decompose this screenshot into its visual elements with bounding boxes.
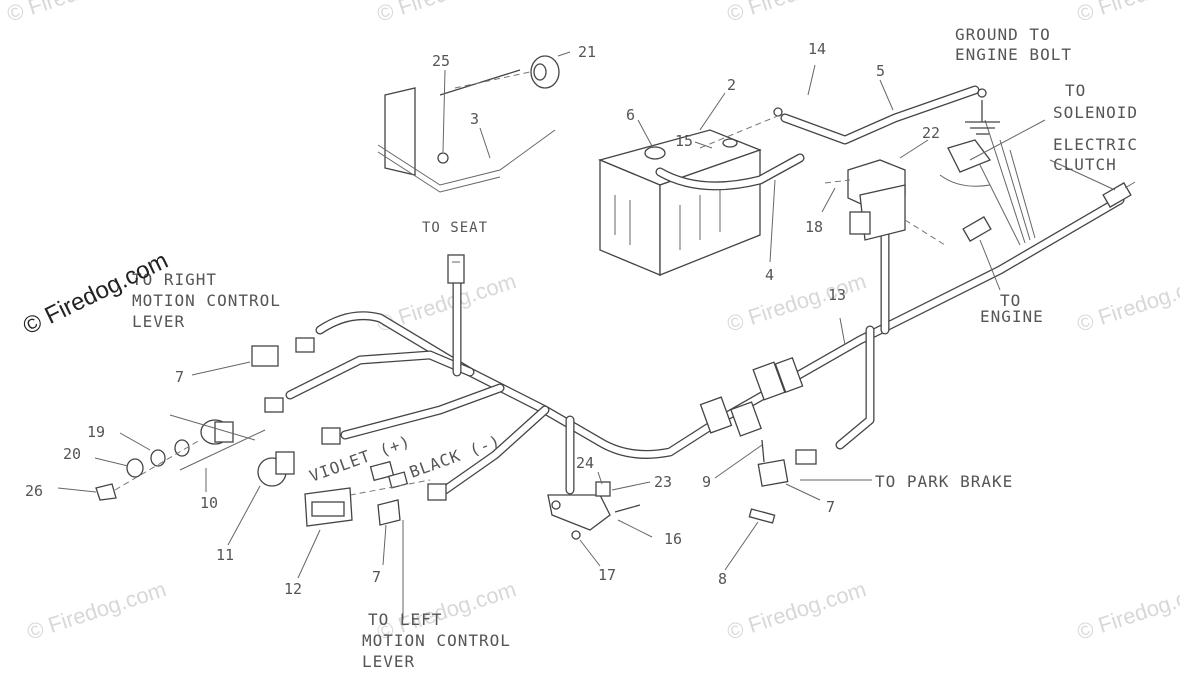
label-to-seat: TO SEAT [422, 220, 488, 236]
switch-bracket [547, 481, 641, 540]
callout-6: 6 [626, 106, 635, 124]
callout-7-brake: 7 [826, 498, 835, 516]
watermark-faint: © Firedog.com [1074, 576, 1180, 644]
callout-18: 18 [805, 218, 823, 236]
watermark-faint: © Firedog.com [374, 0, 519, 27]
label-right-lever-line3: LEVER [132, 312, 185, 331]
battery [598, 129, 762, 276]
watermark-faint: © Firedog.com [1074, 0, 1180, 27]
label-engine-line2: ENGINE [980, 307, 1044, 326]
ignition-switch [95, 414, 266, 501]
watermark-faint: © Firedog.com [724, 268, 869, 336]
relay-module [824, 139, 992, 246]
callout-7-left: 7 [372, 568, 381, 586]
label-engine-line1: TO [1000, 291, 1021, 310]
engine-clutch-connectors [962, 181, 1136, 242]
label-solenoid-line2: SOLENOID [1053, 103, 1138, 122]
main-harness [285, 119, 1125, 495]
callout-9: 9 [702, 473, 711, 491]
park-brake-switch [748, 439, 817, 524]
label-ground-line2: ENGINE BOLT [955, 45, 1072, 64]
watermark-faint: © Firedog.com [724, 576, 869, 644]
watermark-faint: © Firedog.com [1074, 268, 1180, 336]
callout-4: 4 [765, 266, 774, 284]
callout-15: 15 [675, 132, 693, 150]
mount-bracket [377, 55, 560, 193]
leader-lines [57, 51, 1116, 620]
callout-16: 16 [664, 530, 682, 548]
inline-connectors [699, 356, 804, 437]
label-left-lever-line2: MOTION CONTROL [362, 631, 511, 650]
callout-26: 26 [25, 482, 43, 500]
callout-12: 12 [284, 580, 302, 598]
callout-22: 22 [922, 124, 940, 142]
lamp-and-meter [257, 451, 353, 527]
callout-8: 8 [718, 570, 727, 588]
callout-5: 5 [876, 62, 885, 80]
watermark-faint: © Firedog.com [4, 0, 149, 27]
left-connectors [251, 337, 447, 526]
callout-14: 14 [808, 40, 826, 58]
battery-cables [655, 85, 987, 191]
seat-connector [447, 254, 465, 284]
watermark-faint: © Firedog.com [724, 0, 869, 27]
callout-3: 3 [470, 110, 479, 128]
callout-21: 21 [578, 43, 596, 61]
callout-23: 23 [654, 473, 672, 491]
label-park-brake: TO PARK BRAKE [875, 472, 1013, 491]
callout-25: 25 [432, 52, 450, 70]
label-clutch-line2: CLUTCH [1053, 155, 1117, 174]
callout-11: 11 [216, 546, 234, 564]
label-left-lever-line3: LEVER [362, 652, 415, 671]
label-left-lever-line1: TO LEFT [368, 610, 442, 629]
callout-2: 2 [727, 76, 736, 94]
callout-10: 10 [200, 494, 218, 512]
callout-24: 24 [576, 454, 594, 472]
callout-20: 20 [63, 445, 81, 463]
callout-numbers: 2 3 4 5 6 7 7 7 8 9 10 11 12 13 14 15 16… [25, 40, 940, 598]
callout-7-right: 7 [175, 368, 184, 386]
label-right-lever-line1: TO RIGHT [132, 270, 217, 289]
label-right-lever-line2: MOTION CONTROL [132, 291, 281, 310]
label-solenoid-line1: TO [1065, 81, 1086, 100]
label-ground-line1: GROUND TO [955, 25, 1051, 44]
callout-19: 19 [87, 423, 105, 441]
label-clutch-line1: ELECTRIC [1053, 135, 1138, 154]
ground-symbol [965, 100, 1000, 135]
callout-13: 13 [828, 286, 846, 304]
callout-17: 17 [598, 566, 616, 584]
watermark-faint: © Firedog.com [24, 576, 169, 644]
